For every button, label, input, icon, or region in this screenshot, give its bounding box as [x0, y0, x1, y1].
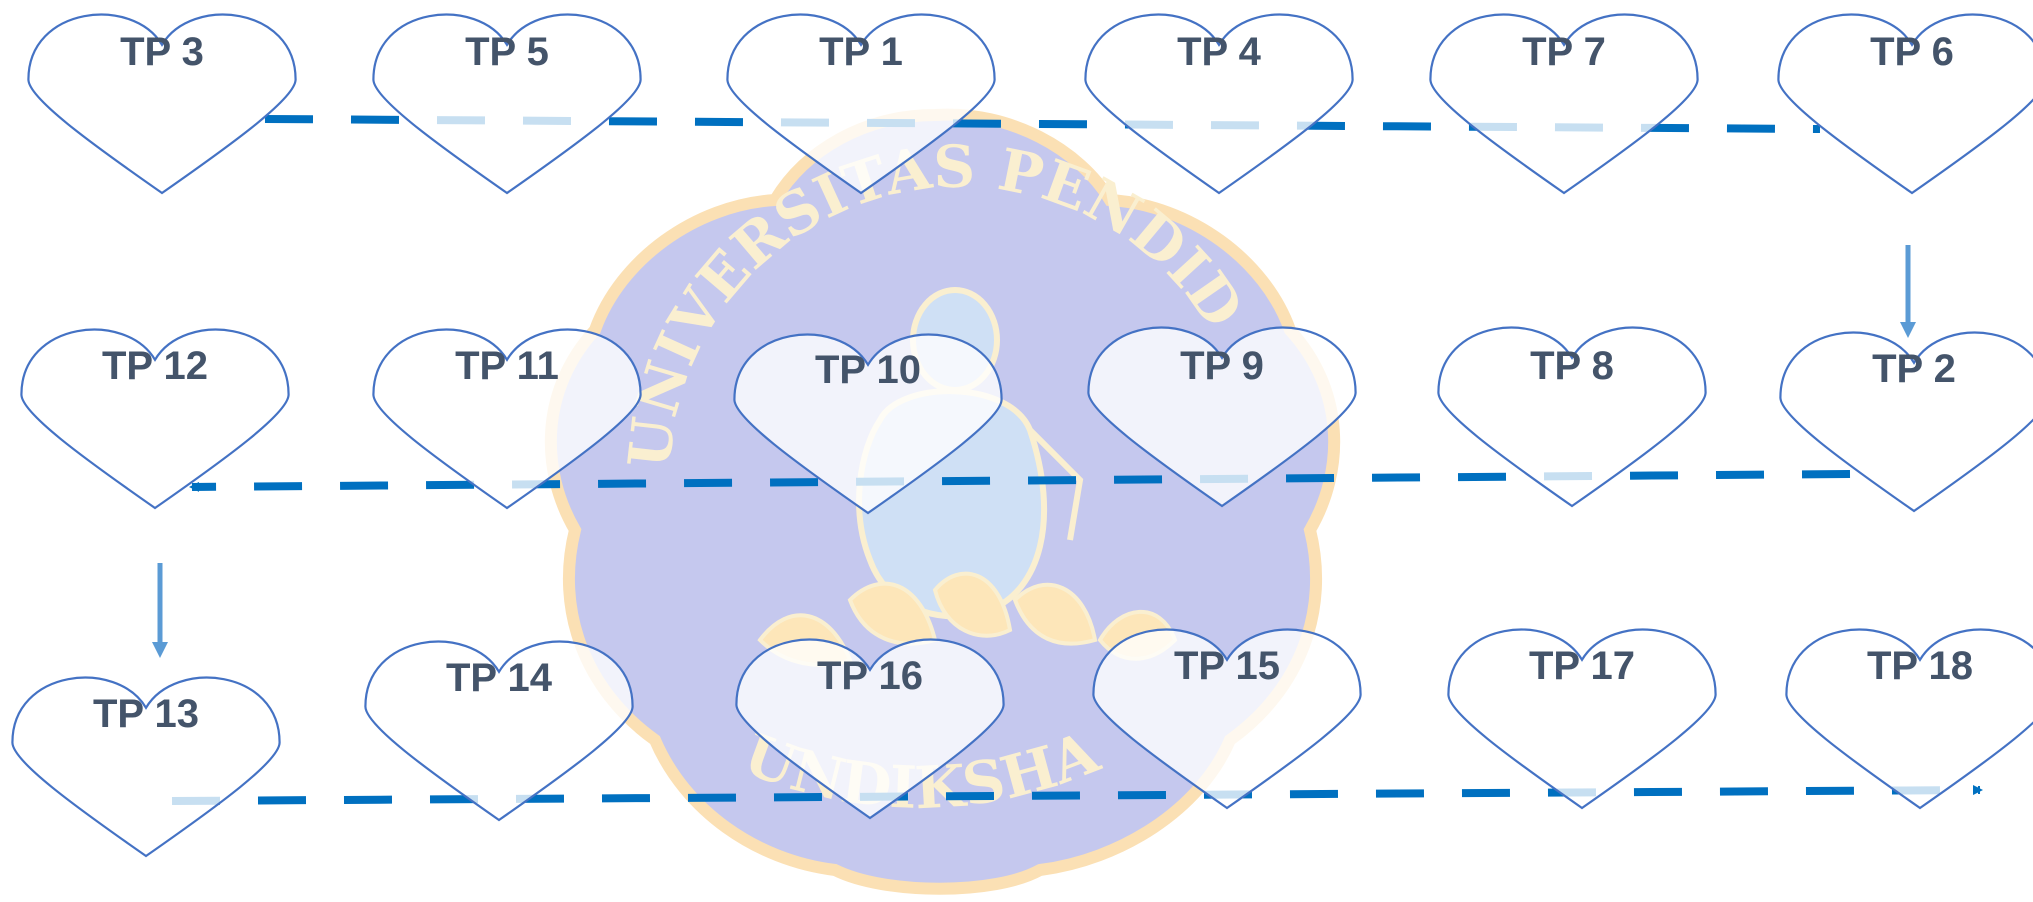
heart-shape: [1429, 13, 1699, 195]
heart-label-tp8: TP 8: [1530, 344, 1614, 388]
vertical-connectors: [152, 245, 1916, 658]
heart-label-tp3: TP 3: [120, 30, 204, 74]
heart-label-tp5: TP 5: [465, 30, 549, 74]
heart-label-tp11: TP 11: [455, 344, 559, 388]
heart-node-tp5: TP 5: [372, 13, 642, 195]
heart-label-tp6: TP 6: [1870, 30, 1954, 74]
heart-node-tp9: TP 9: [1087, 326, 1357, 508]
heart-label-tp7: TP 7: [1522, 30, 1606, 74]
heart-node-tp17: TP 17: [1447, 628, 1717, 810]
heart-shape: [1447, 628, 1717, 810]
heart-shape: [20, 328, 290, 510]
heart-shape: [11, 676, 281, 858]
heart-shape: [735, 638, 1005, 820]
heart-label-tp17: TP 17: [1529, 644, 1635, 688]
heart-label-tp2: TP 2: [1872, 347, 1956, 391]
heart-node-tp18: TP 18: [1785, 628, 2033, 810]
heart-label-tp9: TP 9: [1180, 344, 1264, 388]
heart-nodes: TP 3 TP 5 TP 1 TP 4 TP 7 TP 6 TP 12 TP 11 TP 10 T…: [11, 13, 2033, 858]
heart-node-tp12: TP 12: [20, 328, 290, 510]
heart-node-tp14: TP 14: [364, 640, 634, 822]
heart-label-tp16: TP 16: [817, 654, 923, 698]
heart-shape: [726, 13, 996, 195]
heart-shape: [1084, 13, 1354, 195]
heart-label-tp4: TP 4: [1177, 30, 1262, 74]
heart-node-tp13: TP 13: [11, 676, 281, 858]
heart-shape: [1779, 331, 2033, 513]
heart-shape: [1437, 326, 1707, 508]
heart-shape: [372, 13, 642, 195]
heart-shape: [1785, 628, 2033, 810]
heart-node-tp16: TP 16: [735, 638, 1005, 820]
flow-row3-dashed-arrow: [171, 785, 1983, 805]
heart-label-tp1: TP 1: [819, 30, 903, 74]
heart-label-tp14: TP 14: [446, 656, 553, 700]
heart-shape: [1087, 326, 1357, 508]
heart-node-tp8: TP 8: [1437, 326, 1707, 508]
heart-shape: [1092, 628, 1362, 810]
heart-node-tp4: TP 4: [1084, 13, 1354, 195]
heart-shape: [364, 640, 634, 822]
heart-node-tp1: TP 1: [726, 13, 996, 195]
heart-shape: [733, 333, 1003, 515]
heart-label-tp15: TP 15: [1174, 644, 1280, 688]
heart-shape: [1777, 13, 2033, 195]
heart-node-tp10: TP 10: [733, 333, 1003, 515]
heart-label-tp12: TP 12: [102, 344, 208, 388]
heart-shape: [27, 13, 297, 195]
heart-node-tp15: TP 15: [1092, 628, 1362, 810]
heart-node-tp11: TP 11: [372, 328, 642, 510]
heart-node-tp2: TP 2: [1779, 331, 2033, 513]
heart-node-tp6: TP 6: [1777, 13, 2033, 195]
heart-node-tp7: TP 7: [1429, 13, 1699, 195]
heart-node-tp3: TP 3: [27, 13, 297, 195]
heart-label-tp13: TP 13: [93, 692, 199, 736]
heart-shape: [372, 328, 642, 510]
heart-label-tp18: TP 18: [1867, 644, 1973, 688]
heart-label-tp10: TP 10: [815, 348, 921, 392]
